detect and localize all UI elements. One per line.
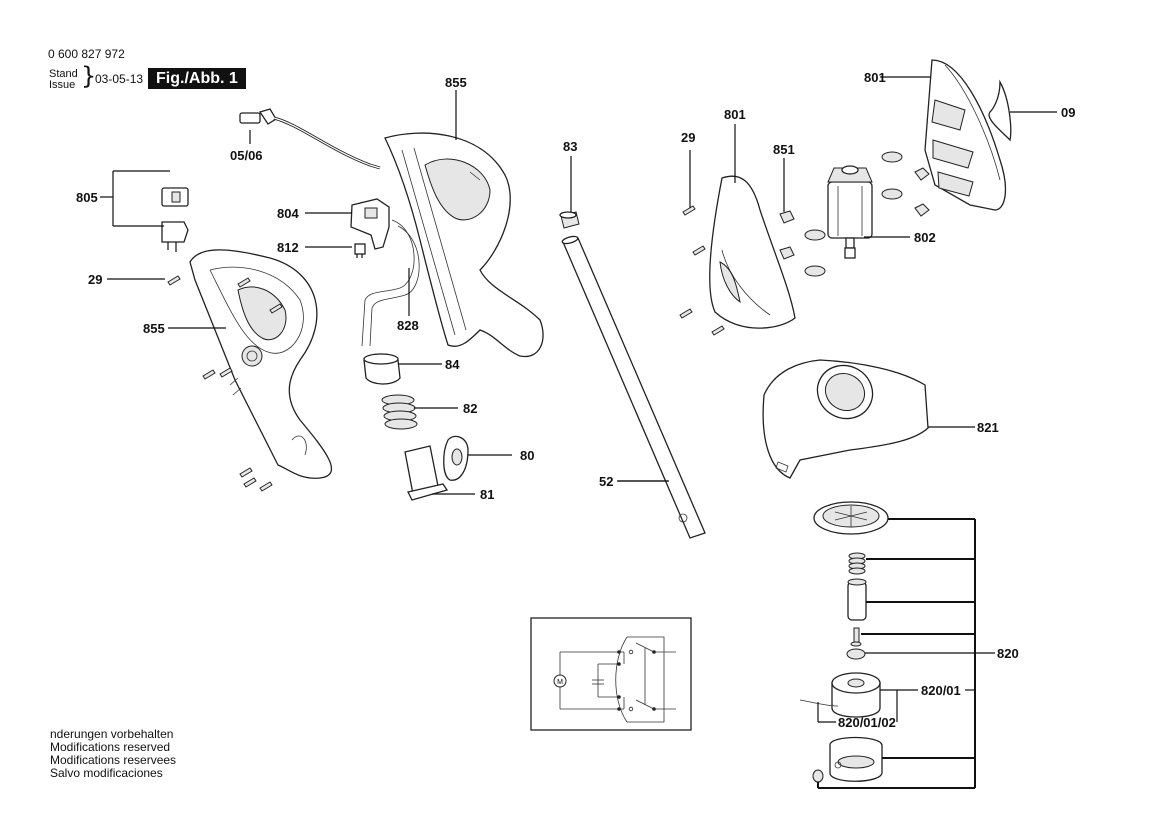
spool-shaft — [847, 578, 867, 621]
spring — [381, 394, 418, 430]
label-motor: 802 — [914, 230, 936, 245]
label-motor-housing-right: 801 — [864, 70, 886, 85]
label-handle-right-half: 855 — [445, 75, 467, 90]
sleeve — [363, 353, 401, 385]
label-wire: 828 — [397, 318, 419, 333]
label-sleeve: 84 — [445, 357, 460, 372]
spool-washer — [846, 648, 866, 660]
footer-line: Modifications reserved — [50, 740, 171, 754]
motor-symbol: M — [557, 679, 563, 686]
spool-screw — [850, 627, 862, 647]
label-capacitor: 812 — [277, 240, 299, 255]
label-spring: 82 — [463, 401, 477, 416]
label-plug-set: 805 — [76, 190, 98, 205]
spool — [799, 672, 881, 718]
label-spool-set: 820 — [997, 646, 1019, 661]
stand-label: Stand — [49, 68, 78, 80]
plug-connector — [161, 187, 189, 252]
issue-date: 03-05-13 — [95, 72, 144, 86]
motor — [827, 165, 873, 259]
label-cable: 05/06 — [230, 148, 263, 163]
plug-cap — [559, 211, 580, 229]
power-cable — [177, 108, 381, 191]
footer-line: Salvo modificaciones — [50, 766, 163, 780]
switch — [350, 198, 390, 250]
lever — [443, 435, 469, 481]
leader-lines — [100, 76, 1057, 789]
label-plug-cap: 83 — [563, 139, 577, 154]
dampers — [779, 151, 930, 277]
motor-housing-left — [709, 175, 796, 329]
holder — [404, 445, 449, 501]
spool-cap — [812, 769, 824, 783]
label-spool: 820/01 — [921, 683, 961, 698]
label-motor-housing-left: 801 — [724, 107, 746, 122]
handle-right-half — [384, 132, 544, 358]
guard — [762, 359, 929, 479]
label-handle-left-half: 855 — [143, 321, 165, 336]
label-guard: 821 — [977, 420, 999, 435]
document-number: 0 600 827 972 — [48, 47, 125, 61]
label-screw-right: 29 — [681, 130, 695, 145]
label-screw-left: 29 — [88, 272, 102, 287]
wire — [361, 219, 420, 347]
capacitor-part — [354, 243, 366, 258]
motor-housing-right — [924, 59, 1007, 211]
label-switch: 804 — [277, 206, 299, 221]
spool-spring — [848, 552, 866, 575]
label-nameplate: 09 — [1061, 105, 1075, 120]
label-line: 820/01/02 — [838, 715, 896, 730]
handle-left-half — [189, 249, 333, 479]
brace-icon: } — [81, 62, 97, 90]
nameplate — [988, 79, 1012, 142]
modifications-notice: nderungen vorbehalten Modifications rese… — [50, 728, 176, 780]
footer-line: Modifications reservees — [50, 753, 177, 767]
wiring-schematic: M — [530, 617, 692, 731]
spool-cover — [813, 501, 889, 535]
figure-badge: Fig./Abb. 1 — [148, 68, 246, 89]
label-holder: 81 — [480, 487, 494, 502]
stand-issue-label: Stand Issue — [49, 69, 78, 91]
issue-label: Issue — [49, 79, 76, 91]
spool-housing — [829, 736, 883, 782]
part-labels: 05/06 805 29 855 804 812 828 855 84 82 8… — [76, 70, 1075, 730]
label-damper: 851 — [773, 142, 795, 157]
label-lever: 80 — [520, 448, 534, 463]
strain-relief — [239, 112, 261, 124]
label-tube: 52 — [599, 474, 613, 489]
tube — [561, 235, 706, 539]
screws-left — [167, 275, 283, 492]
footer-line: nderungen vorbehalten — [50, 727, 174, 741]
